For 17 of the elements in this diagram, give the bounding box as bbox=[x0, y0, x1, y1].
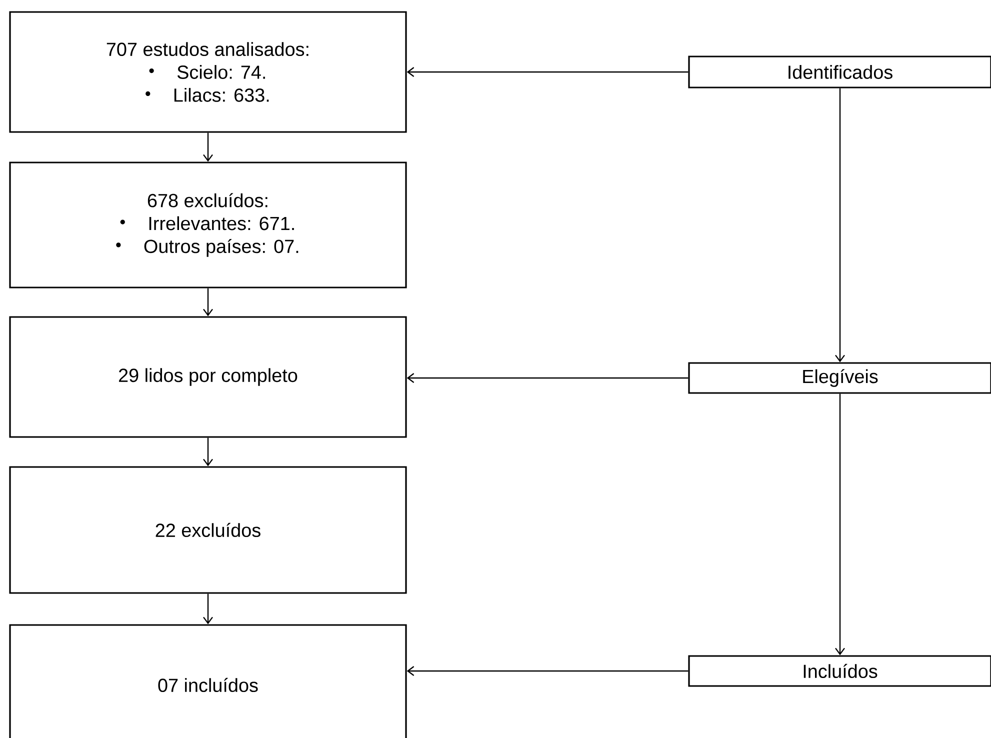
process-box: 07 incluídos bbox=[9, 624, 407, 738]
process-box: 707 estudos analisados: Scielo: 74. Lilacs: 633. bbox=[9, 11, 407, 133]
process-box: 29 lidos por completo bbox=[9, 316, 407, 438]
arrow bbox=[406, 67, 688, 77]
arrow bbox=[835, 88, 845, 362]
arrow bbox=[406, 373, 688, 383]
process-box: 678 excluídos: Irrelevantes: 671. Outros países: 07. bbox=[9, 162, 407, 288]
arrow bbox=[203, 288, 213, 316]
arrow bbox=[203, 132, 213, 162]
stage-box: Identificados bbox=[688, 56, 991, 88]
process-box: 22 excluídos bbox=[9, 466, 407, 594]
arrow bbox=[406, 666, 688, 676]
arrow bbox=[203, 438, 213, 466]
stage-box: Elegíveis bbox=[688, 362, 991, 394]
stage-box: Incluídos bbox=[688, 655, 991, 687]
arrow bbox=[835, 394, 845, 656]
arrow bbox=[203, 594, 213, 624]
